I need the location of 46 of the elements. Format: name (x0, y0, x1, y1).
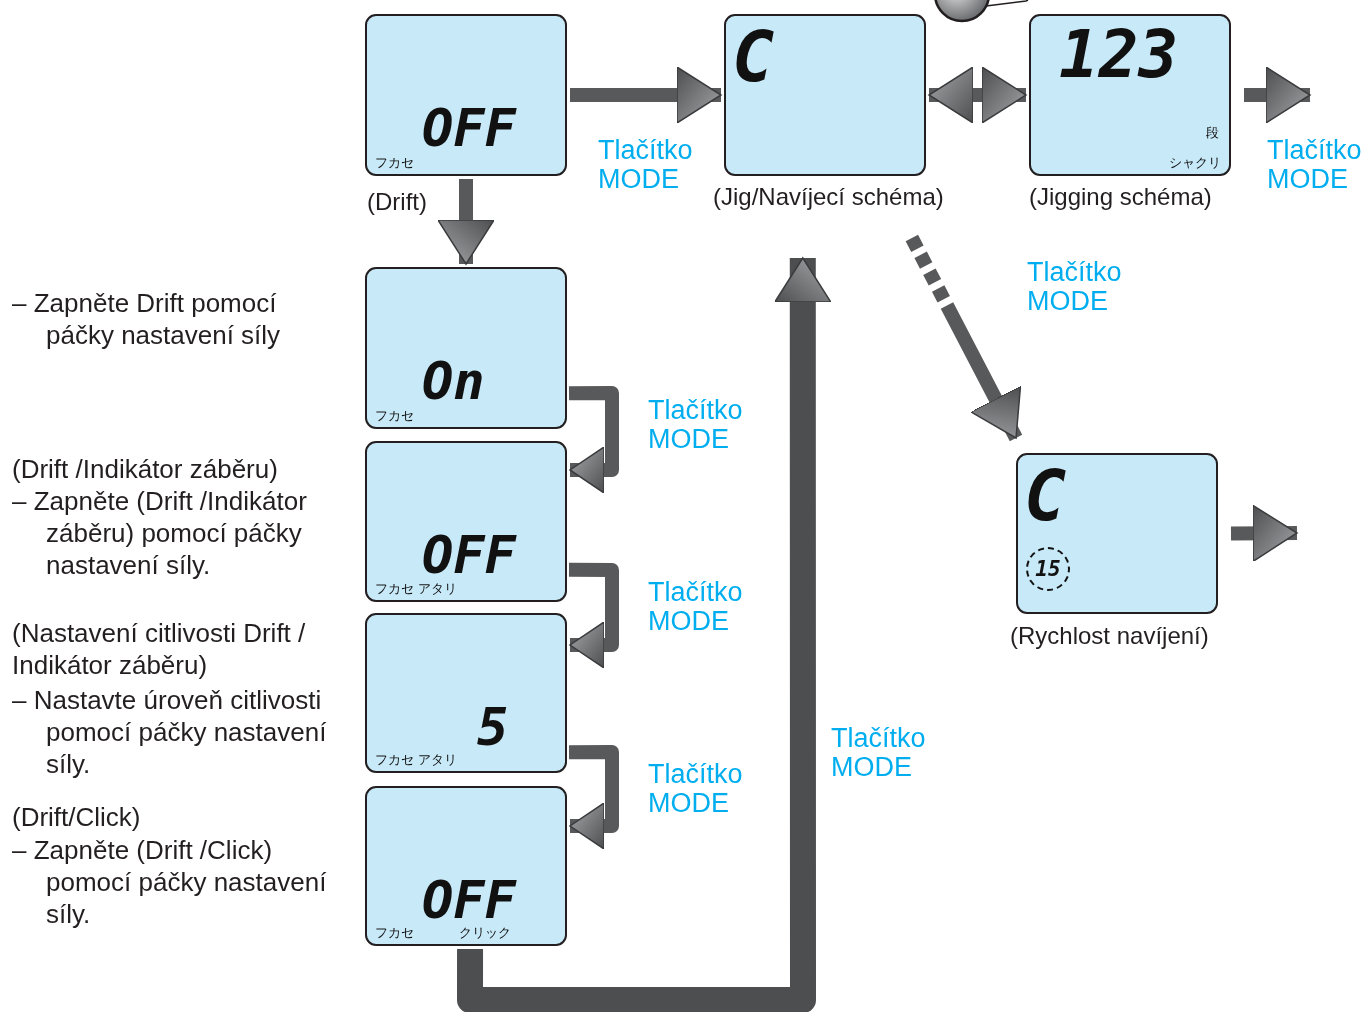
display-indicator: クリック (459, 926, 511, 939)
instruction-text: (Drift/Click) (12, 801, 142, 833)
arrow (568, 562, 619, 669)
lcd-screen (1029, 14, 1231, 176)
arrow (570, 66, 722, 124)
display-digits: 123 (1059, 22, 1179, 88)
screen-caption: (Jig/Navíjecí schéma) (713, 183, 944, 211)
arrow (1244, 66, 1311, 124)
lcd-screen (365, 267, 567, 429)
screen-caption: (Jigging schéma) (1029, 183, 1212, 211)
display-digits: OFF (422, 102, 516, 154)
display-indicator: フカセ (375, 926, 414, 939)
arrow (457, 257, 832, 1012)
lcd-screen (724, 14, 926, 176)
display-digits: OFF (422, 529, 516, 581)
arrow (1230, 504, 1298, 563)
display-digits: C (1024, 461, 1067, 531)
display-indicator: フカセ アタリ (375, 753, 458, 766)
lcd-screen (365, 441, 567, 602)
display-indicator: フカセ (375, 409, 414, 422)
display-indicator: フカセ アタリ (375, 582, 458, 595)
display-indicator: 段 (1206, 126, 1219, 139)
screen-caption: (Drift) (367, 188, 427, 216)
lcd-screen (1016, 453, 1218, 614)
display-indicator: シャクリ (1169, 156, 1221, 169)
screen-caption: (Rychlost navíjení) (1010, 622, 1209, 650)
lcd-screen (365, 786, 567, 946)
display-digits: On (422, 355, 485, 407)
instruction-text: – Zapněte (Drift /Indikátor záběru) pomocí páčky nastavení síly. (12, 485, 308, 581)
arrow (568, 745, 619, 850)
display-digits: OFF (422, 874, 516, 926)
arrow (568, 386, 619, 494)
circled-number: 15 (1026, 547, 1070, 591)
display-indicator: フカセ (375, 156, 414, 169)
instruction-text: – Nastavte úroveň citlivosti pomocí páčky nastavení síly. (12, 684, 328, 780)
instruction-text: – Zapněte (Drift /Click) pomocí páčky nastavení síly. (12, 834, 328, 930)
arrow (905, 234, 1023, 442)
arrow (437, 179, 495, 265)
arrow (928, 66, 1027, 124)
display-digits: C (732, 22, 775, 92)
instruction-text: – Zapněte Drift pomocí páčky nastavení síly (12, 287, 282, 351)
instruction-text: (Drift /Indikátor záběru) (12, 453, 279, 485)
lcd-screen (365, 613, 567, 773)
lcd-screen (365, 14, 567, 176)
instruction-text: (Nastavení citlivosti Drift / Indikátor záběru) (12, 617, 307, 681)
display-digits: 5 (477, 701, 509, 753)
